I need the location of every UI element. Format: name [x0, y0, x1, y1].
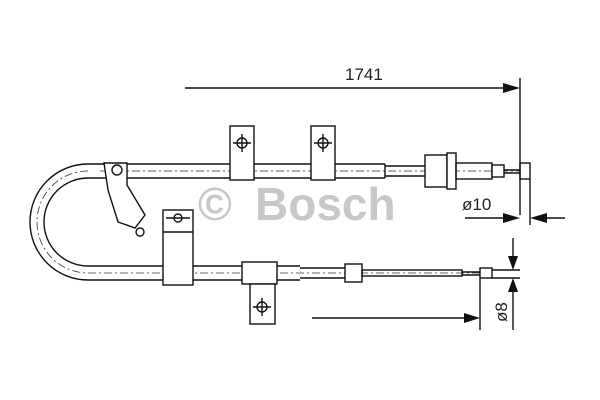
- lower-cable-end: [479, 267, 493, 279]
- grommet: [424, 154, 448, 188]
- dimension-length: 1741: [185, 65, 521, 215]
- bracket-3: [103, 162, 146, 229]
- cable-sheath: [29, 152, 531, 283]
- brackets: [103, 125, 336, 325]
- watermark-copyright: ©: [198, 178, 232, 230]
- diameter-cable-label: ø8: [492, 302, 511, 322]
- bracket-4: [162, 209, 194, 286]
- cable-end-fitting: [491, 164, 505, 178]
- diameter-end-label: ø10: [462, 195, 491, 214]
- watermark: © Bosch: [198, 178, 396, 230]
- watermark-brand: Bosch: [255, 178, 396, 230]
- length-label: 1741: [345, 65, 383, 84]
- dimension-diameter-cable: ø8: [312, 238, 520, 330]
- bracket-5: [241, 261, 278, 285]
- cable-nipple: [519, 162, 531, 180]
- dimension-diameter-end: ø10: [462, 179, 565, 225]
- inner-cable: [361, 269, 463, 277]
